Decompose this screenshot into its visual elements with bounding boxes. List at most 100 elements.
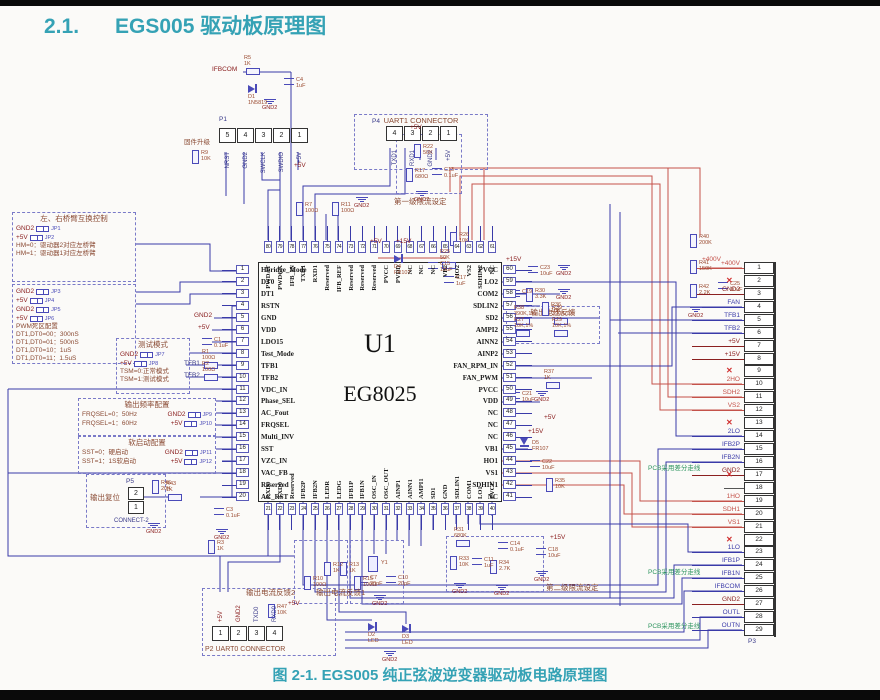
component-value: R41 150K: [699, 260, 712, 272]
ic-pin-number: 5: [236, 312, 249, 322]
uart1-pin: 1: [440, 126, 457, 141]
resistor-icon: [546, 382, 560, 389]
resistor-icon: [456, 540, 470, 547]
jumper-icon: [184, 420, 198, 427]
ic-pin-label: RXD1: [312, 265, 320, 283]
ic-pin-number: 57: [503, 300, 516, 310]
p3-pin-wire: [692, 552, 744, 554]
ic-pin-label: IFB2N: [312, 480, 320, 499]
ic-pin-stub: [516, 317, 532, 319]
component-value: R35 10K: [555, 478, 566, 490]
annotation-line: PWM死区配置: [16, 323, 58, 330]
box-voltage-feedback-title: 输出电压反馈: [530, 308, 576, 317]
p3-pin-wire: [692, 358, 744, 360]
ic-pin-stub: [516, 484, 532, 486]
component-value: C17 1uF: [456, 275, 467, 287]
p3-pin: 4: [744, 300, 774, 313]
ic-pin-number: 17: [236, 456, 249, 466]
ic-pin-stub: [222, 365, 238, 367]
ic-pin-number: 14: [236, 420, 249, 430]
ground-symbol-icon: GND2: [556, 264, 571, 277]
component-value: C14 0.1uF: [510, 541, 525, 553]
ic-pin-number: 30: [370, 503, 379, 515]
p3-pin-wire: [692, 591, 744, 593]
ic-pin-label: AC_Fout: [261, 409, 289, 418]
ic-pin-number: 40: [488, 503, 497, 515]
capacitor-icon: [202, 338, 212, 345]
ic-pin-number: 55: [503, 324, 516, 334]
component-value: D4 FR107: [394, 264, 411, 276]
component-value: R27 10K,1%: [514, 317, 534, 329]
p3-pin-label: IFB1N: [721, 570, 740, 578]
ic-pin-label: GND: [442, 484, 449, 499]
ic-pin-number: 29: [358, 503, 367, 515]
ic-pin-label: PWDAT: [265, 265, 272, 289]
p3-pin: 14: [744, 430, 774, 443]
ic-pin-label: COM1: [465, 479, 473, 499]
ic-pin-number: 62: [476, 241, 485, 253]
component-value: R29 10K,1%: [552, 317, 572, 329]
ic-pin-number: 21: [264, 503, 272, 515]
ic-pin-number: 23: [287, 503, 296, 515]
ic-pin-stub: [326, 515, 328, 530]
net-label: P3: [748, 638, 756, 645]
ic-pin-stub: [222, 281, 238, 283]
ic-pin-number: 50: [503, 384, 516, 394]
ic-pin-number: 31: [382, 503, 390, 515]
ground-symbol-icon: GND2: [688, 306, 703, 319]
ic-pin-stub: [279, 515, 281, 530]
p3-pin: 29: [744, 624, 774, 637]
ic-pin-number: 74: [334, 241, 343, 253]
ic-pin-label: TXD0: [276, 482, 284, 499]
ground-symbol-icon: GND2: [214, 528, 229, 541]
net-label: IFBCOM: [212, 66, 238, 73]
ic-pin-number: 51: [503, 372, 516, 382]
ic-pin-stub: [432, 226, 434, 241]
ic-pin-label: Reserved: [359, 265, 367, 291]
ic-pin-number: 32: [393, 503, 402, 515]
ic-pin-number: 69: [393, 241, 402, 253]
component-value: C13 0.1uF: [444, 167, 459, 179]
ic-pin-label: AINN2: [476, 337, 498, 346]
ic-pin-label: DT0: [261, 277, 275, 286]
resistor-icon: [192, 150, 199, 164]
resistor-icon: [690, 260, 697, 274]
resistor-icon: [152, 480, 159, 494]
ic-pin-stub: [409, 226, 411, 241]
ic-pin-label: TXD1: [300, 265, 308, 282]
net-label: GND2: [194, 312, 213, 319]
ic-pin-stub: [468, 515, 470, 530]
diode-icon: [394, 254, 403, 263]
resistor-icon: [516, 318, 530, 325]
ic-pin-stub: [291, 515, 293, 530]
annotation-line: TSM=0:正常模式: [120, 368, 169, 375]
p3-pin-label: +400V: [721, 260, 740, 267]
component-value: R39 390K,1%: [552, 305, 575, 317]
ic-pin-number: 71: [370, 241, 379, 253]
jumper-icon: [29, 297, 43, 304]
component-value: D2 LED: [368, 632, 379, 644]
net-label: +5V: [198, 324, 210, 331]
p3-pin-label: IFB1P: [721, 557, 740, 565]
ic-pin-stub: [516, 472, 532, 474]
ic-pin-label: LO1: [477, 486, 485, 499]
box-output-reset: [86, 474, 166, 528]
p3-pin: 7: [744, 339, 774, 352]
ic-pin-stub: [222, 329, 238, 331]
p3-pin-label: IFB2P: [721, 441, 740, 449]
ground-symbol-icon: GND2: [414, 190, 429, 203]
p3-pin-label: VS1: [727, 518, 740, 526]
component-value: R36 10K: [551, 302, 562, 314]
component-value: R34 2.7K: [499, 560, 511, 572]
ic-pin-stub: [267, 226, 269, 241]
box-uart1: UART1 CONNECTOR: [354, 114, 488, 170]
net-label: +5V: [544, 414, 556, 421]
net-label: CONNECT-2: [114, 518, 149, 524]
p3-pin: 1: [744, 262, 774, 274]
p3-pin-wire: [692, 319, 744, 321]
capacitor-icon: [428, 262, 438, 269]
net-label: 第一级限流设定: [394, 197, 447, 206]
